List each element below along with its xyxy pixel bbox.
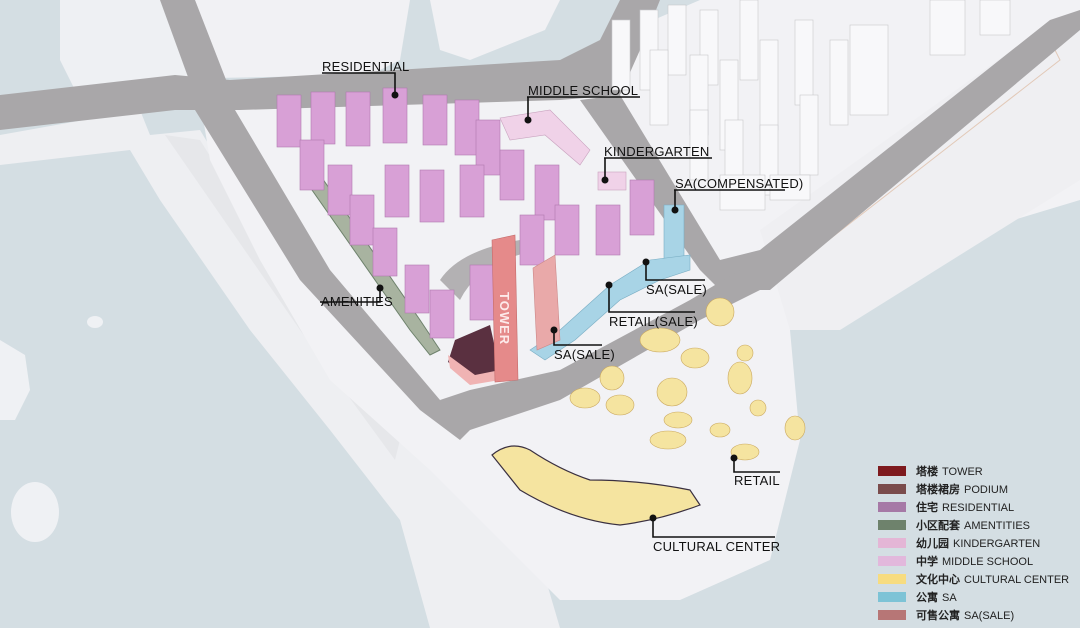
middle-school-building (499, 109, 591, 166)
road-main (0, 0, 660, 130)
podium-base (448, 355, 500, 385)
road-diagonal-west (195, 110, 480, 440)
legend-item-cultural-center: 文化中心 CULTURAL CENTER (878, 570, 1069, 588)
legend-label-en: TOWER (942, 466, 983, 478)
callout-amenities: AMENITIES (321, 294, 393, 309)
legend-swatch (878, 574, 906, 584)
legend-label-zh: 公寓 (916, 591, 938, 604)
legend-label-en: PODIUM (964, 484, 1008, 496)
legend-swatch (878, 502, 906, 512)
land-block (60, 0, 200, 100)
island (0, 340, 30, 420)
legend-swatch (878, 466, 906, 476)
road-inner-loop (440, 270, 760, 430)
legend-label-en: SA(SALE) (964, 610, 1015, 622)
legend-item-podium: 塔楼裙房 PODIUM (878, 480, 1069, 498)
legend-label-zh: 可售公寓 (916, 609, 960, 622)
legend-label-en: AMENTITIES (964, 520, 1031, 532)
legend-label-en: KINDERGARTEN (953, 538, 1041, 550)
legend-label-zh: 塔楼裙房 (916, 483, 960, 496)
legend-item-amenities: 小区配套 AMENTITIES (878, 516, 1069, 534)
legend-swatch (878, 592, 906, 602)
land-block (430, 0, 560, 60)
legend-item-sa: 公寓 SA (878, 588, 1069, 606)
road-north (160, 0, 230, 110)
legend-item-sa-sale: 可售公寓 SA(SALE) (878, 606, 1069, 624)
legend-label-en: MIDDLE SCHOOL (942, 556, 1034, 568)
callout-kindergarten: KINDERGARTEN (604, 144, 710, 159)
callout-middle-school: MIDDLE SCHOOL (528, 83, 639, 98)
riverfront (760, 20, 1080, 330)
legend-item-middle-school: 中学 MIDDLE SCHOOL (878, 552, 1069, 570)
legend-label-zh: 塔楼 (916, 465, 938, 478)
legend: 塔楼 TOWER 塔楼裙房 PODIUM 住宅 RESIDENTIAL 小区配套 AME… (878, 462, 1069, 624)
sa-sale-building (532, 254, 561, 351)
callout-retail: RETAIL (734, 473, 780, 488)
legend-label-en: CULTURAL CENTER (964, 574, 1070, 586)
legend-item-kindergarten: 幼儿园 KINDERGARTEN (878, 534, 1069, 552)
road-east (580, 10, 1080, 290)
retail-sale-podium (529, 254, 691, 361)
callout-lines (320, 72, 785, 538)
callout-cultural-center: CULTURAL CENTER (653, 539, 781, 554)
legend-item-residential: 住宅 RESIDENTIAL (878, 498, 1069, 516)
background-buildings (611, 0, 1011, 211)
retail-pavilions (569, 297, 806, 461)
residential-towers (276, 87, 655, 339)
tower-label: TOWER (497, 292, 512, 346)
legend-swatch (878, 538, 906, 548)
legend-label-zh: 中学 (916, 555, 938, 568)
main-site-land (200, 0, 1080, 600)
legend-label-zh: 幼儿园 (916, 537, 949, 550)
legend-label-zh: 文化中心 (916, 573, 960, 586)
legend-label-en: SA (942, 592, 957, 604)
legend-item-tower: 塔楼 TOWER (878, 462, 1069, 480)
legend-label-zh: 住宅 (916, 501, 938, 514)
legend-label-zh: 小区配套 (916, 519, 960, 532)
callout-sa-compensated: SA(COMPENSATED) (675, 176, 804, 191)
cultural-center-building (491, 445, 701, 526)
legend-label-en: RESIDENTIAL (942, 502, 1015, 514)
callout-sa-sale-lower: SA(SALE) (554, 347, 615, 362)
callout-residential: RESIDENTIAL (322, 59, 410, 74)
land-block (180, 0, 410, 78)
legend-swatch (878, 484, 906, 494)
embankment (0, 110, 560, 628)
legend-swatch (878, 556, 906, 566)
island (87, 316, 103, 328)
legend-swatch (878, 610, 906, 620)
island (11, 482, 59, 542)
legend-swatch (878, 520, 906, 530)
callout-dots (376, 91, 738, 522)
callout-sa-sale-upper: SA(SALE) (646, 282, 707, 297)
tower-building (491, 234, 519, 383)
callout-retail-sale: RETAIL(SALE) (609, 314, 698, 329)
